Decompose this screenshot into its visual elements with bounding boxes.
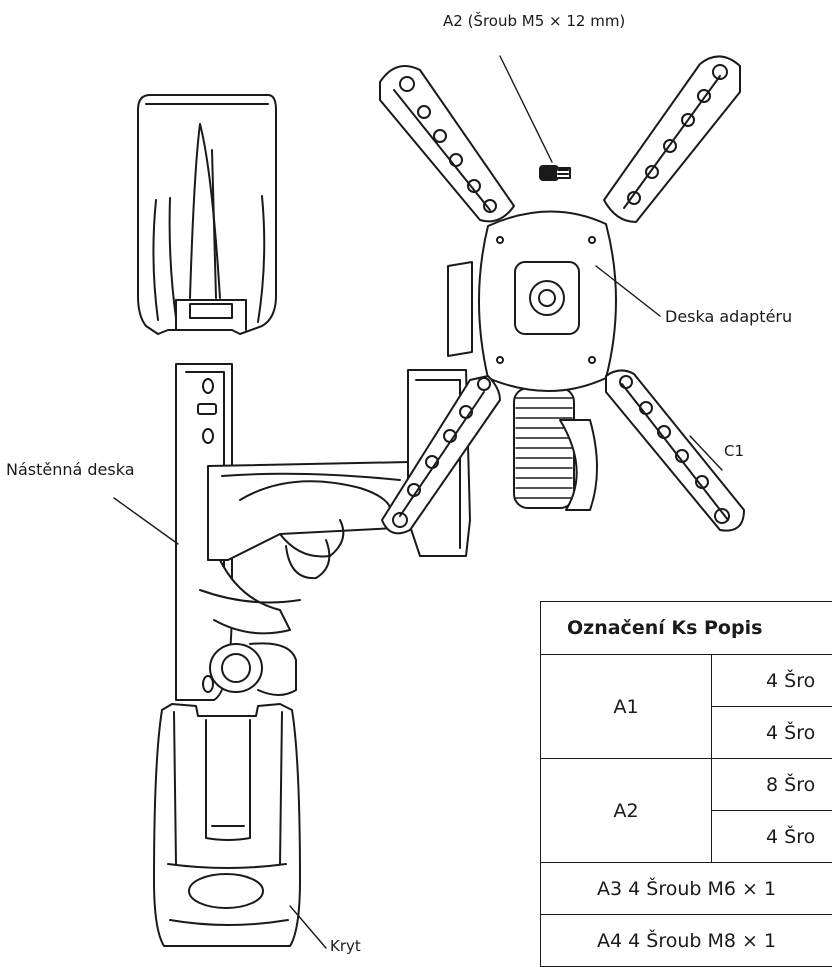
- label-screw-a2: A2 (Šroub M5 × 12 mm): [443, 12, 625, 30]
- bottom-cover-part: [154, 704, 300, 946]
- label-adapter-plate: Deska adaptéru: [665, 307, 792, 326]
- table-row: A4 4 Šroub M8 × 1: [541, 915, 832, 967]
- table-cell-a2-mark: A2: [541, 759, 712, 863]
- table-cell-a3: A3 4 Šroub M6 × 1: [541, 863, 832, 915]
- label-c1: C1: [724, 442, 744, 460]
- label-cover: Kryt: [330, 937, 361, 955]
- table-row: A2 8 Šro: [541, 759, 832, 811]
- label-wall-plate: Nástěnná deska: [6, 460, 135, 479]
- table-cell-a1-line1: 4 Šro: [712, 655, 832, 707]
- table-row: A3 4 Šroub M6 × 1: [541, 863, 832, 915]
- table-cell-a1-mark: A1: [541, 655, 712, 759]
- table-header: Označení Ks Popis: [541, 602, 832, 655]
- adapter-arm-upper-left: [380, 66, 514, 221]
- top-cover-part: [138, 95, 276, 334]
- table-cell-a4: A4 4 Šroub M8 × 1: [541, 915, 832, 967]
- table-cell-a1-line2: 4 Šro: [712, 707, 832, 759]
- screw-a2-part: [540, 166, 570, 180]
- table-cell-a2-line1: 8 Šro: [712, 759, 832, 811]
- parts-table: Označení Ks Popis A1 4 Šro 4 Šro A2 8 Šr…: [540, 601, 832, 967]
- table-row: A1 4 Šro: [541, 655, 832, 707]
- table-cell-a2-line2: 4 Šro: [712, 811, 832, 863]
- adapter-arm-upper-right: [604, 56, 740, 222]
- table-header-row: Označení Ks Popis: [541, 602, 832, 655]
